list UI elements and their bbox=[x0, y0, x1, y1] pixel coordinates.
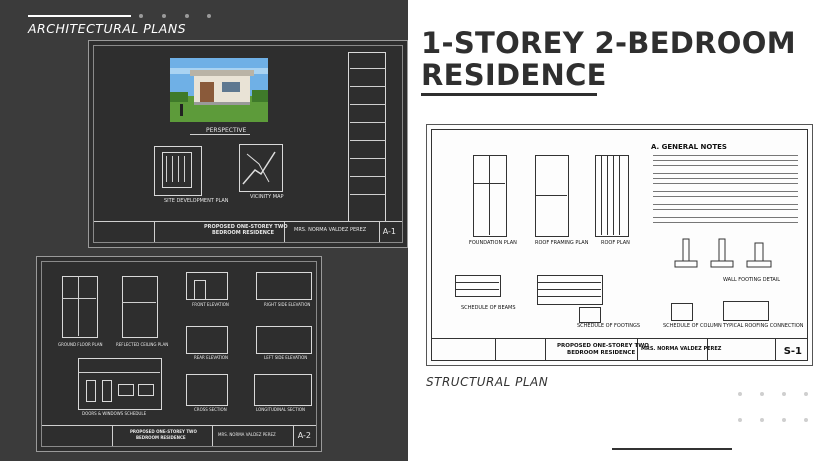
decor-dot bbox=[185, 14, 189, 18]
a2-title-line2: BEDROOM RESIDENCE bbox=[136, 435, 186, 440]
long-section-label: LONGITUDINAL SECTION bbox=[256, 407, 305, 412]
vicinity-map-drawing bbox=[239, 144, 283, 192]
perspective-label: PERSPECTIVE bbox=[206, 127, 247, 134]
sheet-s1: A. GENERAL NOTES FOUNDATION PLAN ROOF FR… bbox=[426, 124, 813, 366]
wall-footing-label: WALL FOOTING DETAIL bbox=[723, 277, 781, 283]
a2-sheet-number: A-2 bbox=[297, 431, 311, 440]
roofing-connection-label: TYPICAL ROOFING CONNECTION bbox=[723, 323, 804, 329]
left-elevation-label: LEFT SIDE ELEVATION bbox=[264, 355, 308, 360]
rear-elevation-label: REAR ELEVATION bbox=[194, 355, 229, 360]
cross-section-label: CROSS SECTION bbox=[194, 407, 227, 412]
ceiling-plan-label: REFLECTED CEILING PLAN bbox=[116, 342, 169, 347]
column-schedule-label: SCHEDULE OF COLUMN bbox=[663, 323, 722, 329]
sheet-a1: PERSPECTIVE SITE DEVELOPMENT PLAN VICINI… bbox=[88, 40, 408, 248]
s1-title-line2: BEDROOM RESIDENCE bbox=[567, 350, 636, 356]
right-elevation-drawing bbox=[256, 272, 312, 300]
footing-details-drawing bbox=[674, 238, 772, 268]
a1-sheet-number: A-1 bbox=[382, 227, 396, 236]
framing-plan-label: ROOF FRAMING PLAN bbox=[535, 240, 589, 246]
heading-rule bbox=[28, 15, 131, 17]
foundation-plan-label: FOUNDATION PLAN bbox=[469, 240, 517, 246]
floor-plan-label: GROUND FLOOR PLAN bbox=[58, 342, 103, 347]
long-section-drawing bbox=[254, 374, 312, 406]
structural-panel: 1-STOREY 2-BEDROOM RESIDENCE A. GENERAL … bbox=[408, 0, 813, 461]
decor-dot bbox=[139, 14, 143, 18]
architectural-panel: ARCHITECTURAL PLANS bbox=[0, 0, 408, 461]
right-elevation-label: RIGHT SIDE ELEVATION bbox=[264, 302, 311, 307]
a2-owner: MRS. NORMA VALDEZ PEREZ bbox=[218, 432, 276, 437]
decor-dot bbox=[162, 14, 166, 18]
footing-schedule-label: SCHEDULE OF FOOTINGS bbox=[577, 323, 641, 329]
decor-dot bbox=[782, 418, 786, 422]
vicinity-label: VICINITY MAP bbox=[250, 194, 284, 200]
site-plan-label: SITE DEVELOPMENT PLAN bbox=[164, 198, 229, 204]
front-elevation-drawing bbox=[186, 272, 228, 300]
foundation-plan-drawing bbox=[473, 155, 507, 237]
floor-plan-drawing bbox=[62, 276, 98, 338]
decor-dot bbox=[804, 418, 808, 422]
main-title-line2: RESIDENCE bbox=[421, 58, 607, 92]
architectural-heading: ARCHITECTURAL PLANS bbox=[28, 21, 187, 36]
framing-plan-drawing bbox=[535, 155, 569, 237]
title-underline bbox=[421, 93, 597, 96]
decor-dot bbox=[738, 418, 742, 422]
s1-sheet-number: S-1 bbox=[783, 346, 802, 357]
decor-dot bbox=[207, 14, 211, 18]
left-elevation-drawing bbox=[256, 326, 312, 354]
decor-dot bbox=[760, 418, 764, 422]
a2-title-line1: PROPOSED ONE-STOREY TWO bbox=[130, 429, 197, 434]
ceiling-plan-drawing bbox=[122, 276, 158, 338]
site-plan-drawing bbox=[154, 146, 202, 196]
sheet-a2: GROUND FLOOR PLAN REFLECTED CEILING PLAN… bbox=[36, 256, 322, 452]
rear-elevation-drawing bbox=[186, 326, 228, 354]
doors-windows-drawing bbox=[78, 358, 162, 410]
beam-schedule-label: SCHEDULE OF BEAMS bbox=[461, 305, 516, 311]
general-notes-heading: A. GENERAL NOTES bbox=[651, 143, 727, 151]
a1-owner: MRS. NORMA VALDEZ PEREZ bbox=[294, 227, 367, 233]
s1-title-line1: PROPOSED ONE-STOREY TWO bbox=[557, 343, 649, 349]
main-title-line1: 1-STOREY 2-BEDROOM bbox=[421, 26, 796, 60]
table-of-contents bbox=[348, 52, 386, 222]
front-elevation-label: FRONT ELEVATION bbox=[192, 302, 229, 307]
doors-schedule-label: DOORS & WINDOWS SCHEDULE bbox=[82, 411, 147, 416]
house-perspective-image bbox=[170, 58, 268, 122]
structural-plan-label: STRUCTURAL PLAN bbox=[426, 375, 549, 389]
roof-plan-label: ROOF PLAN bbox=[601, 240, 630, 246]
cross-section-drawing bbox=[186, 374, 228, 406]
beam-schedule-table bbox=[455, 275, 501, 297]
decor-dot bbox=[782, 392, 786, 396]
decor-dot bbox=[738, 392, 742, 396]
a1-title-line1: PROPOSED ONE-STOREY TWO bbox=[204, 224, 288, 230]
a1-title-line2: BEDROOM RESIDENCE bbox=[212, 230, 275, 236]
decor-dot bbox=[760, 392, 764, 396]
bottom-rule bbox=[612, 448, 732, 450]
roof-plan-drawing bbox=[595, 155, 629, 237]
decor-dot bbox=[804, 392, 808, 396]
s1-owner: MRS. NORMA VALDEZ PEREZ bbox=[641, 346, 722, 352]
